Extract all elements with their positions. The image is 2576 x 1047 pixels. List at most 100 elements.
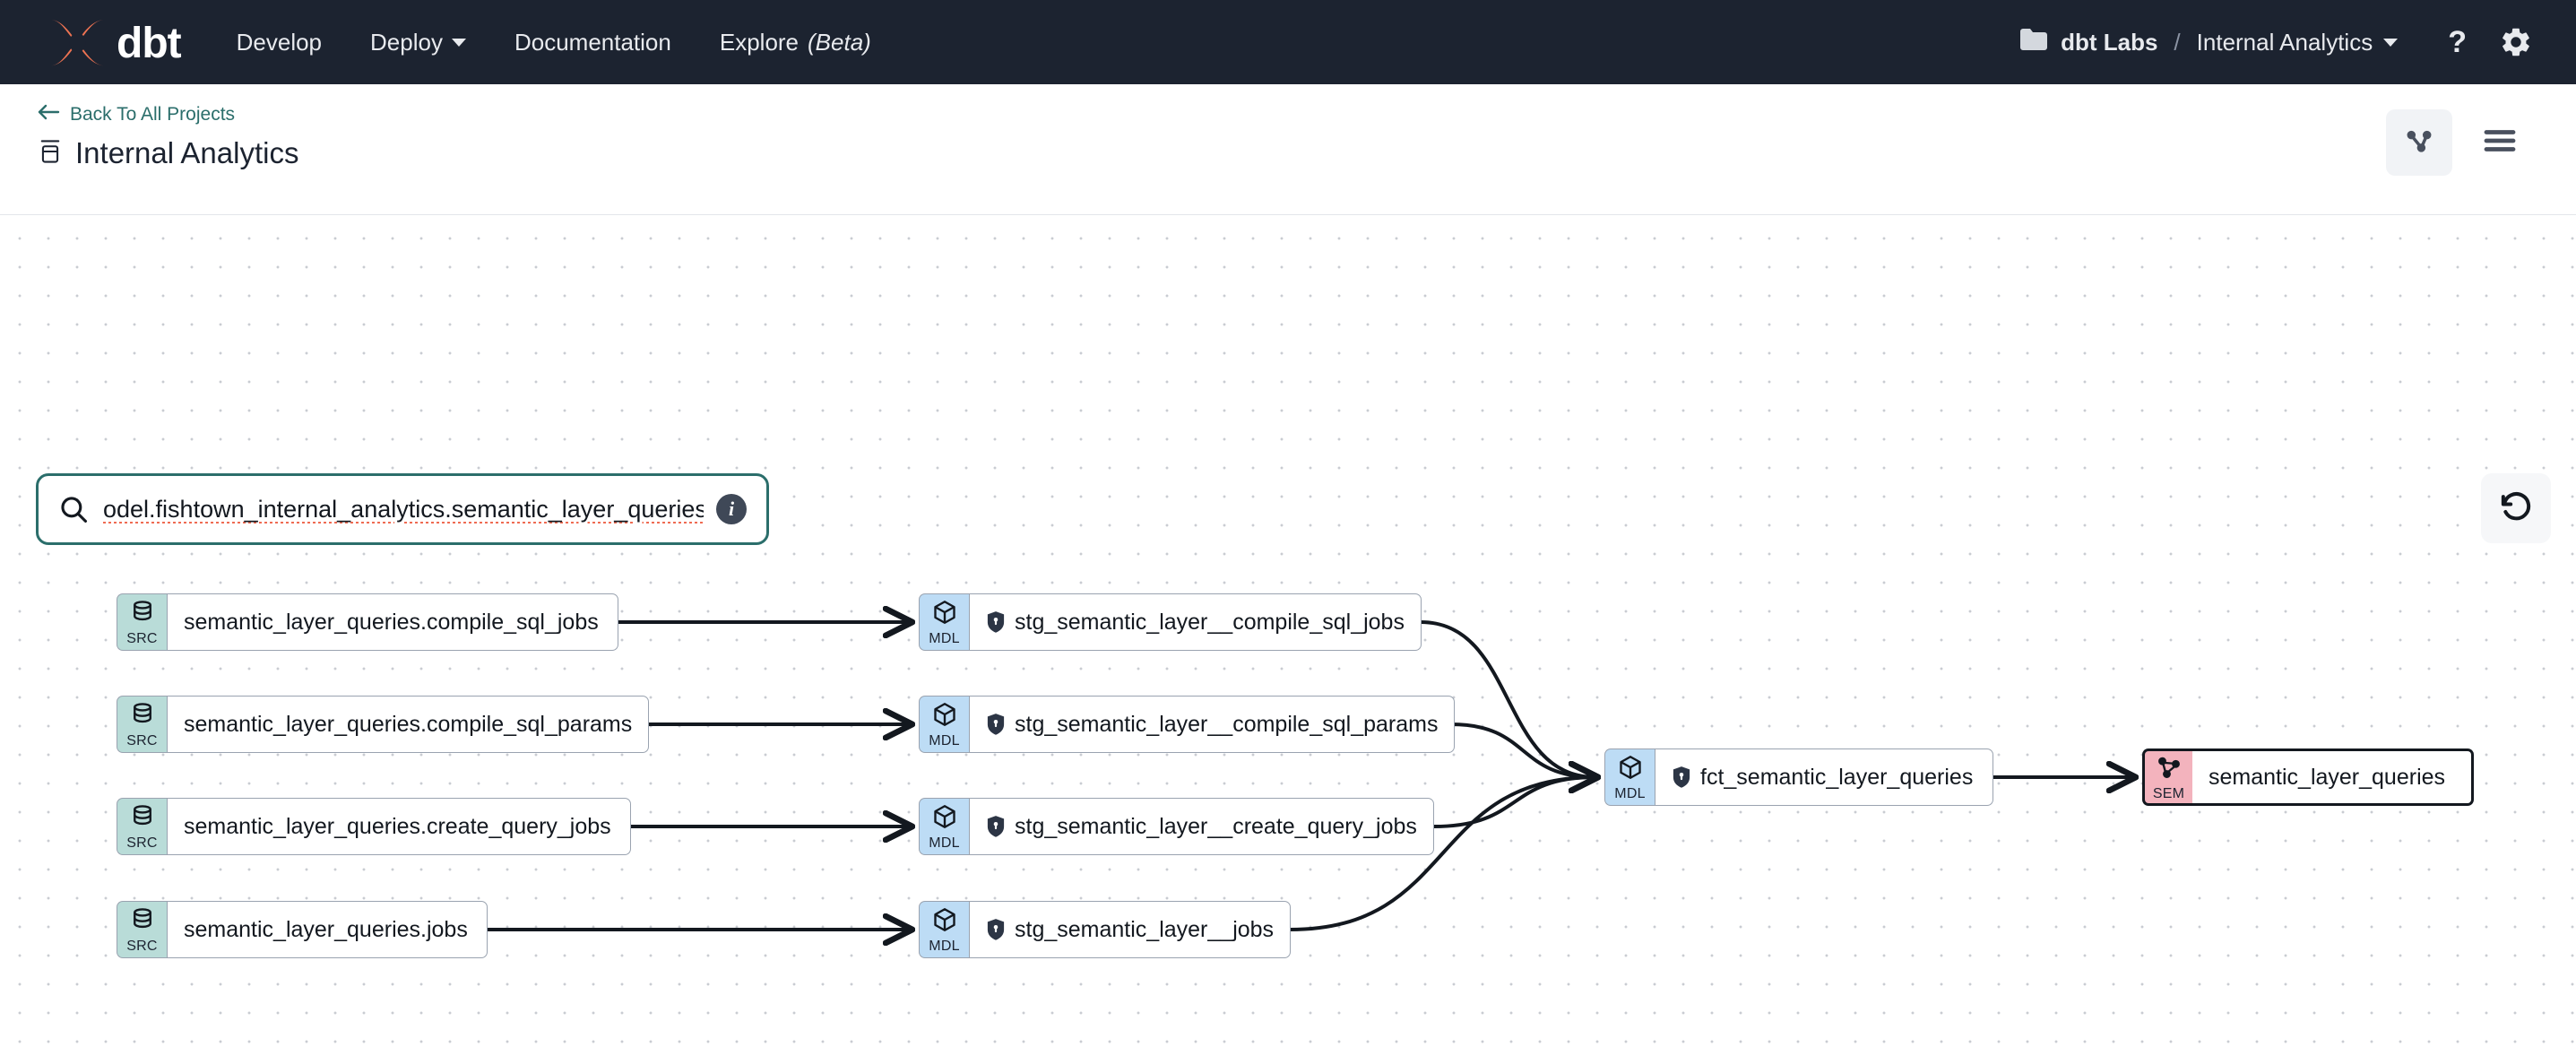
chevron-down-icon bbox=[451, 38, 466, 47]
node-body[interactable]: stg_semantic_layer__compile_sql_jobs bbox=[969, 593, 1422, 651]
explore-beta-tag: (Beta) bbox=[808, 28, 871, 56]
sub-header-actions bbox=[2386, 104, 2533, 176]
nav-label-explore: Explore bbox=[719, 28, 800, 56]
top-navigation-bar: dbt Develop Deploy Documentation Explore… bbox=[0, 0, 2576, 84]
lineage-node-src3[interactable]: SRC semantic_layer_queries.create_query_j… bbox=[117, 798, 631, 855]
page-sub-header: Back To All Projects Internal Analytics bbox=[0, 84, 2576, 215]
breadcrumb-separator: / bbox=[2174, 28, 2181, 56]
node-body[interactable]: semantic_layer_queries.compile_sql_param… bbox=[167, 696, 650, 753]
lineage-node-src2[interactable]: SRC semantic_layer_queries.compile_sql_pa… bbox=[117, 696, 650, 753]
lineage-edge bbox=[1450, 723, 1595, 777]
node-search-box[interactable]: odel.fishtown_internal_analytics.semanti… bbox=[36, 473, 769, 545]
org-name: dbt Labs bbox=[2061, 28, 2158, 56]
cube-icon bbox=[931, 701, 958, 732]
back-to-all-projects-link[interactable]: Back To All Projects bbox=[38, 104, 298, 125]
dbt-logo-icon bbox=[43, 16, 113, 68]
node-type-label: MDL bbox=[1614, 785, 1646, 801]
nav-item-documentation[interactable]: Documentation bbox=[514, 29, 671, 56]
node-label: semantic_layer_queries.compile_sql_jobs bbox=[184, 609, 599, 635]
list-view-button[interactable] bbox=[2467, 109, 2533, 176]
dbt-brand[interactable]: dbt bbox=[43, 16, 182, 68]
node-label: semantic_layer_queries.compile_sql_param… bbox=[184, 711, 633, 737]
node-type-label: SRC bbox=[126, 835, 158, 851]
lineage-edge bbox=[1420, 620, 1595, 777]
rotate-ccw-icon bbox=[2498, 489, 2534, 529]
share-graph-icon bbox=[2402, 124, 2436, 162]
shield-icon bbox=[986, 918, 1006, 941]
brand-wordmark: dbt bbox=[117, 20, 182, 67]
search-input[interactable]: odel.fishtown_internal_analytics.semanti… bbox=[103, 495, 704, 523]
lineage-node-mdl3[interactable]: MDL stg_semantic_layer__create_query_jobs bbox=[919, 798, 1434, 855]
node-label: stg_semantic_layer__jobs bbox=[1015, 916, 1275, 942]
shield-icon bbox=[986, 815, 1006, 838]
node-type-badge-mdl: MDL bbox=[919, 696, 969, 753]
node-body[interactable]: semantic_layer_queries bbox=[2192, 748, 2474, 806]
database-icon bbox=[129, 599, 156, 630]
node-type-label: SRC bbox=[126, 630, 158, 646]
node-body[interactable]: stg_semantic_layer__create_query_jobs bbox=[969, 798, 1434, 855]
node-type-badge-src: SRC bbox=[117, 901, 167, 958]
node-type-badge-mdl: MDL bbox=[919, 798, 969, 855]
database-icon bbox=[129, 906, 156, 938]
semantic-graph-icon bbox=[2156, 754, 2183, 785]
node-type-badge-mdl: MDL bbox=[1604, 748, 1655, 806]
node-type-label: SRC bbox=[126, 938, 158, 954]
node-type-badge-src: SRC bbox=[117, 798, 167, 855]
nav-item-deploy[interactable]: Deploy bbox=[370, 29, 466, 56]
lineage-node-src4[interactable]: SRC semantic_layer_queries.jobs bbox=[117, 901, 488, 958]
graph-layer: SRC semantic_layer_queries.compile_sql_jo… bbox=[0, 215, 2576, 1047]
nav-label-develop: Develop bbox=[236, 28, 323, 56]
node-type-label: SEM bbox=[2152, 785, 2185, 801]
nav-right-cluster: dbt Labs / Internal Analytics ? bbox=[2019, 25, 2533, 60]
cube-icon bbox=[1617, 754, 1644, 785]
node-type-badge-src: SRC bbox=[117, 696, 167, 753]
project-breadcrumb[interactable]: Internal Analytics bbox=[2197, 29, 2399, 56]
database-icon bbox=[129, 803, 156, 835]
shield-icon bbox=[986, 610, 1006, 634]
node-body[interactable]: semantic_layer_queries.jobs bbox=[167, 901, 488, 958]
nav-label-documentation: Documentation bbox=[514, 28, 671, 56]
lineage-node-mdl4[interactable]: MDL stg_semantic_layer__jobs bbox=[919, 901, 1292, 958]
node-label: stg_semantic_layer__compile_sql_jobs bbox=[1015, 609, 1405, 635]
arrow-left-icon bbox=[38, 104, 61, 125]
cube-icon bbox=[931, 906, 958, 938]
node-type-label: MDL bbox=[929, 835, 960, 851]
nav-item-explore[interactable]: Explore (Beta) bbox=[720, 29, 871, 56]
lineage-edge bbox=[1289, 777, 1595, 931]
node-body[interactable]: fct_semantic_layer_queries bbox=[1655, 748, 1993, 806]
node-body[interactable]: semantic_layer_queries.compile_sql_jobs bbox=[167, 593, 618, 651]
node-body[interactable]: semantic_layer_queries.create_query_jobs bbox=[167, 798, 631, 855]
nav-label-deploy: Deploy bbox=[370, 28, 443, 56]
node-type-badge-mdl: MDL bbox=[919, 901, 969, 958]
info-icon[interactable]: i bbox=[716, 494, 747, 524]
org-breadcrumb[interactable]: dbt Labs bbox=[2019, 28, 2157, 57]
node-body[interactable]: stg_semantic_layer__jobs bbox=[969, 901, 1292, 958]
lineage-node-src1[interactable]: SRC semantic_layer_queries.compile_sql_jo… bbox=[117, 593, 618, 651]
lineage-node-mdl2[interactable]: MDL stg_semantic_layer__compile_sql_param… bbox=[919, 696, 1456, 753]
node-label: semantic_layer_queries.create_query_jobs bbox=[184, 813, 611, 839]
lineage-view-button[interactable] bbox=[2386, 109, 2452, 176]
shield-icon bbox=[1672, 766, 1691, 789]
project-name: Internal Analytics bbox=[2196, 28, 2373, 56]
reset-view-button[interactable] bbox=[2481, 473, 2551, 543]
gear-icon[interactable] bbox=[2499, 25, 2533, 59]
node-type-label: MDL bbox=[929, 938, 960, 954]
search-icon bbox=[58, 494, 89, 524]
shield-icon bbox=[986, 713, 1006, 736]
node-body[interactable]: stg_semantic_layer__compile_sql_params bbox=[969, 696, 1456, 753]
node-label: fct_semantic_layer_queries bbox=[1700, 764, 1974, 790]
lineage-edges bbox=[487, 215, 2576, 1047]
nav-item-develop[interactable]: Develop bbox=[237, 29, 322, 56]
page-title-row: Internal Analytics bbox=[38, 136, 298, 170]
lineage-node-sem[interactable]: SEM semantic_layer_queries bbox=[2142, 748, 2474, 806]
folder-icon bbox=[2019, 28, 2048, 57]
chevron-down-icon bbox=[2383, 38, 2399, 47]
lineage-canvas[interactable]: odel.fishtown_internal_analytics.semanti… bbox=[0, 215, 2576, 1047]
hamburger-icon bbox=[2483, 127, 2517, 159]
lineage-node-fct[interactable]: MDL fct_semantic_layer_queries bbox=[1604, 748, 1993, 806]
node-type-label: SRC bbox=[126, 732, 158, 748]
database-icon bbox=[38, 138, 63, 169]
help-icon[interactable]: ? bbox=[2448, 24, 2467, 59]
node-label: stg_semantic_layer__compile_sql_params bbox=[1015, 711, 1439, 737]
